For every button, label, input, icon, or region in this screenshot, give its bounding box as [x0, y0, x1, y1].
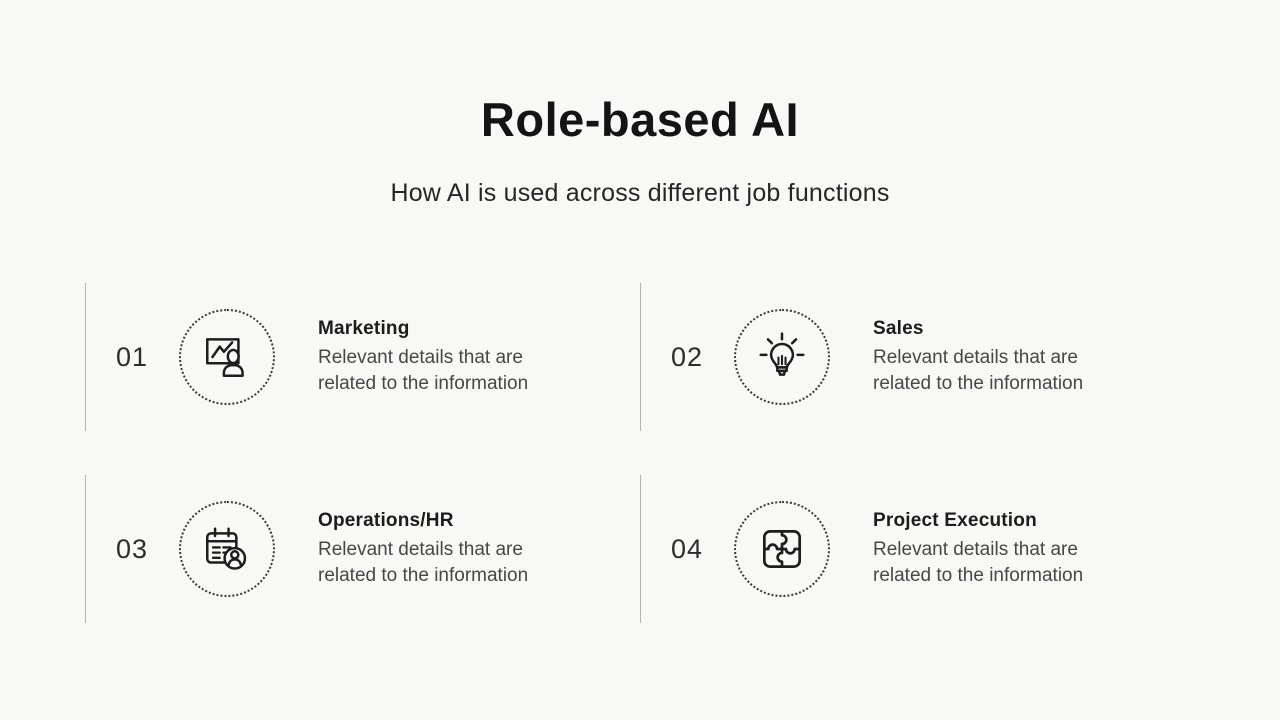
item-number: 04	[671, 533, 704, 564]
item-description: Relevant details that are related to the…	[318, 346, 529, 394]
slide-header: Role-based AI How AI is used across diff…	[0, 0, 1280, 208]
item-number: 02	[671, 341, 704, 372]
item-text: Operations/HR Relevant details that are …	[318, 510, 560, 589]
page-title: Role-based AI	[480, 93, 800, 146]
list-item-operations-hr: 03 Operations/HR Relevant details that a…	[85, 475, 640, 623]
puzzle-icon	[762, 529, 802, 569]
icon-circle	[179, 501, 275, 597]
list-item-sales: 02 Sales Relevant detail	[640, 283, 1195, 431]
icon-circle	[734, 309, 830, 405]
item-text: Sales Relevant details that are related …	[873, 318, 1115, 397]
calendar-user-icon	[206, 527, 247, 570]
lightbulb-icon	[759, 332, 805, 376]
item-number: 03	[116, 533, 149, 564]
page-subtitle: How AI is used across different job func…	[390, 179, 890, 207]
list-item-project-execution: 04 Project Execution Relevant details th…	[640, 475, 1195, 623]
item-description: Relevant details that are related to the…	[873, 538, 1084, 586]
item-title: Marketing	[318, 317, 410, 339]
icon-circle	[734, 501, 830, 597]
presentation-chart-icon	[206, 338, 244, 377]
items-grid: 01 Marketing Relevant details that are r…	[85, 283, 1195, 623]
item-title: Operations/HR	[318, 509, 454, 531]
item-text: Project Execution Relevant details that …	[873, 510, 1115, 589]
item-description: Relevant details that are related to the…	[873, 346, 1084, 394]
list-item-marketing: 01 Marketing Relevant details that are r…	[85, 283, 640, 431]
item-description: Relevant details that are related to the…	[318, 538, 529, 586]
icon-circle	[179, 309, 275, 405]
item-title: Sales	[873, 317, 924, 339]
item-text: Marketing Relevant details that are rela…	[318, 318, 560, 397]
item-number: 01	[116, 341, 149, 372]
item-title: Project Execution	[873, 509, 1037, 531]
